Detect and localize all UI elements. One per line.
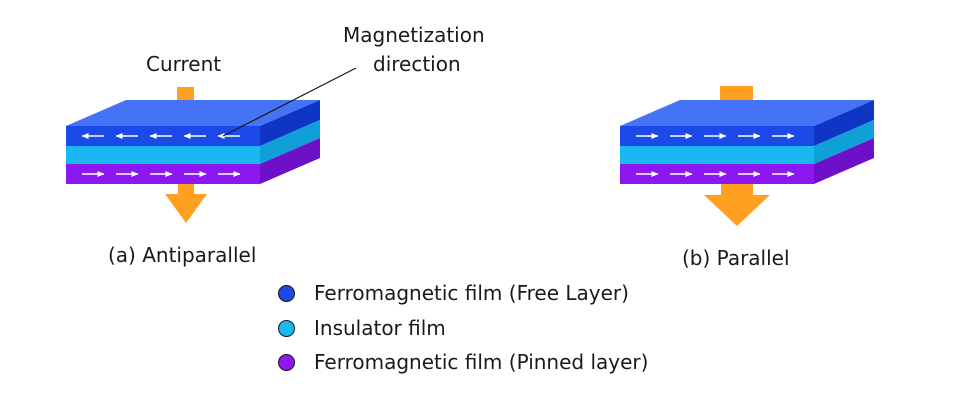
insulator-front-a [66,146,260,164]
antiparallel-stack [66,87,320,223]
free-layer-top-b [620,100,874,126]
insulator-swatch [278,319,295,337]
insulator-side-a [260,120,320,164]
pinned-layer-side-a [260,138,320,184]
legend-label: Insulator film [314,316,446,340]
caption-antiparallel: (a) Antiparallel [108,243,257,267]
free-layer-side-a [260,100,320,146]
free-layer-side-b [814,100,874,146]
legend-label: Ferromagnetic film (Pinned layer) [314,350,649,374]
current-out-arrow-a [165,184,207,223]
current-label: Current [146,52,222,76]
caption-parallel: (b) Parallel [682,246,790,270]
magnetization-leader-line [222,67,357,137]
pinned-layer-swatch [278,353,295,371]
current-out-arrow-b [704,184,770,226]
insulator-side-b [814,120,874,164]
legend-item-free-layer: Ferromagnetic film (Free Layer) [278,281,629,305]
free-layer-swatch [278,284,295,302]
parallel-stack [620,86,874,226]
legend-item-pinned-layer: Ferromagnetic film (Pinned layer) [278,350,648,374]
insulator-front-b [620,146,814,164]
pinned-layer-side-b [814,138,874,184]
legend-label: Ferromagnetic film (Free Layer) [314,281,629,305]
magnetization-label-line1: Magnetization [343,23,485,47]
legend-item-insulator: Insulator film [278,316,446,340]
magnetization-label-line2: direction [373,52,461,76]
